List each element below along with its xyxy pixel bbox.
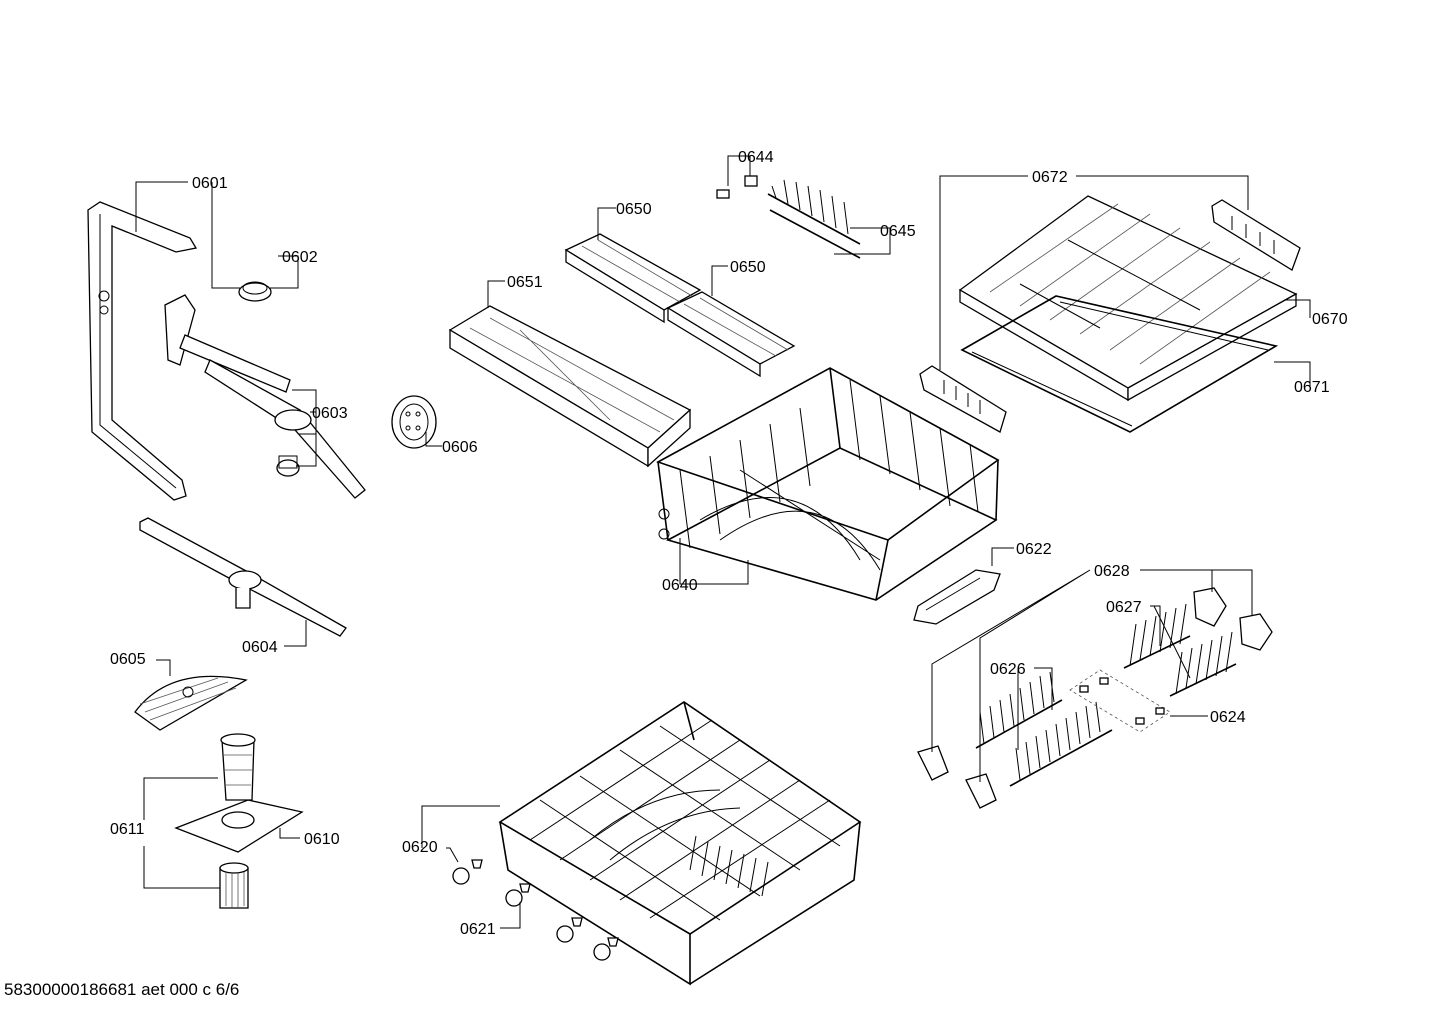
part-0605-fine-filter [134,675,248,731]
label-0605: 0605 [110,651,146,668]
callout-labels: 0601 0602 0603 0604 0605 0606 0610 0611 … [110,149,1348,938]
label-0603: 0603 [312,405,348,422]
part-0650-insert-a [564,233,702,324]
label-0620: 0620 [402,839,438,856]
part-0603-upper-spray-arm [164,294,366,499]
part-0645-cup-rack [767,179,861,259]
label-0602: 0602 [282,249,318,266]
part-0611-micro-filter [219,862,249,909]
part-0672-side-rails [919,199,1301,433]
part-0621-wheels [452,859,619,961]
leader-lines [135,155,1311,929]
label-0650-a: 0650 [616,201,652,218]
part-0610-sump-filter [174,733,304,853]
part-0620-lower-basket [498,701,862,986]
label-0627: 0627 [1106,599,1142,616]
part-0651-cutlery-tray [448,305,692,468]
label-0671: 0671 [1294,379,1330,396]
label-0650-b: 0650 [730,259,766,276]
label-0626: 0626 [990,661,1026,678]
label-0611: 0611 [110,821,145,838]
label-0651: 0651 [507,274,543,291]
part-0602-nut [238,281,272,302]
label-0640: 0640 [662,577,698,594]
part-0671-rack-frame [960,295,1279,433]
document-reference: 58300000186681 aet 000 c 6/6 [4,980,240,999]
label-0628: 0628 [1094,563,1130,580]
part-0604-lower-spray-arm [139,517,347,637]
part-0650-insert-b [666,291,796,378]
label-0644: 0644 [738,149,774,166]
label-0604: 0604 [242,639,278,656]
part-0670-top-cutlery-rack [958,195,1298,402]
part-0606-strainer-disc [391,395,437,449]
part-0624-clip-set [1069,669,1171,733]
part-0628-hinges [917,587,1273,809]
part-0644-clips [716,175,758,199]
part-0640-upper-basket [656,367,1000,601]
label-0670: 0670 [1312,311,1348,328]
label-0601: 0601 [192,175,228,192]
label-0645: 0645 [880,223,916,240]
part-0627-folding-spikes [1123,603,1237,697]
label-0624: 0624 [1210,709,1246,726]
label-0622: 0622 [1016,541,1052,558]
label-0606: 0606 [442,439,478,456]
part-0626-spike-rows [975,671,1113,787]
label-0610: 0610 [304,831,340,848]
part-0601-supply-tube [87,201,198,501]
part-0622-handle [913,569,1001,625]
label-0672: 0672 [1032,169,1068,186]
label-0621: 0621 [460,921,496,938]
